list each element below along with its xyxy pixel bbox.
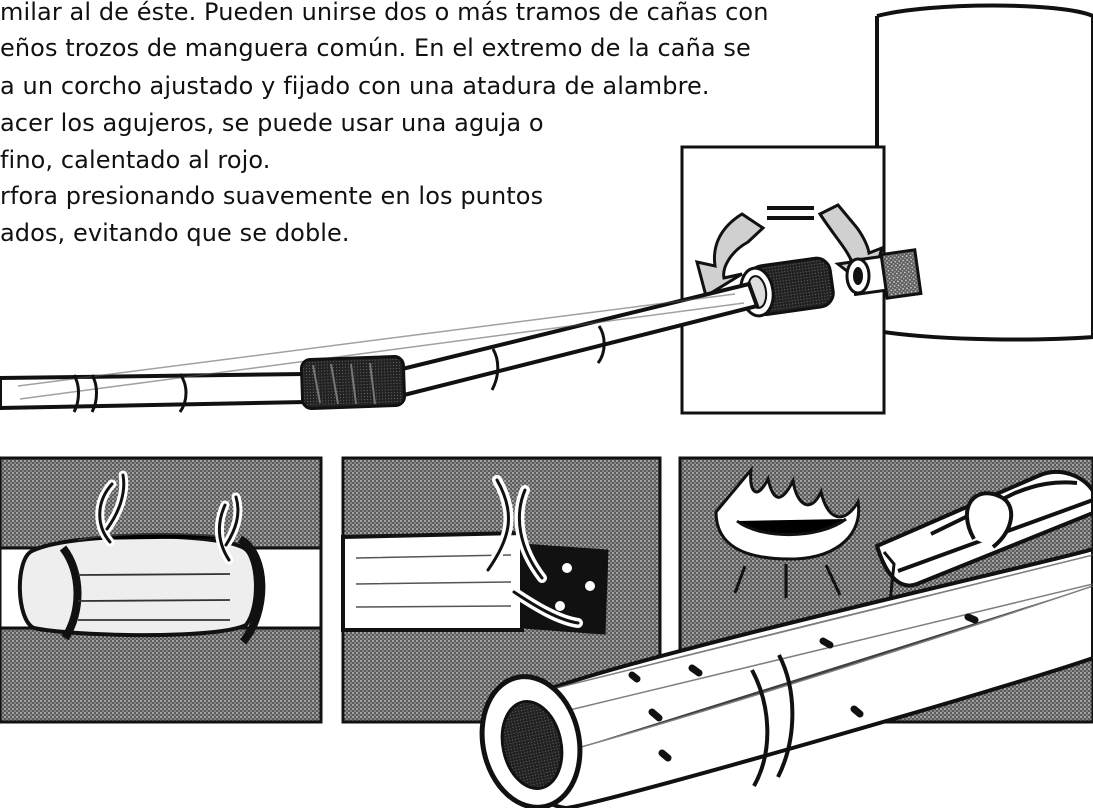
flame-icon xyxy=(714,465,861,561)
detail-panel-center xyxy=(341,456,662,724)
text-line-4: acer los agujeros, se puede usar una agu… xyxy=(0,109,544,137)
large-cane-tube xyxy=(479,546,1093,808)
text-line-6: rfora presionando suavemente en los punt… xyxy=(0,182,544,210)
tank-faucet xyxy=(845,248,923,300)
text-line-7: ados, evitando que se doble. xyxy=(0,219,350,247)
tank-illustration xyxy=(680,3,1093,415)
left-rotate-arrow-icon xyxy=(694,212,766,299)
text-line-5: fino, calentado al rojo. xyxy=(0,146,271,174)
text-line-1: milar al de éste. Pueden unirse dos o má… xyxy=(0,0,769,26)
text-line-2: eños trozos de manguera común. En el ext… xyxy=(0,34,751,62)
long-cane-pipe xyxy=(0,281,760,413)
equals-icon xyxy=(767,206,814,220)
text-line-3: a un corcho ajustado y fijado con una at… xyxy=(0,72,710,100)
hose-coupler xyxy=(739,256,835,318)
detail-panel-left xyxy=(0,456,323,724)
tank-outline xyxy=(875,3,1093,342)
